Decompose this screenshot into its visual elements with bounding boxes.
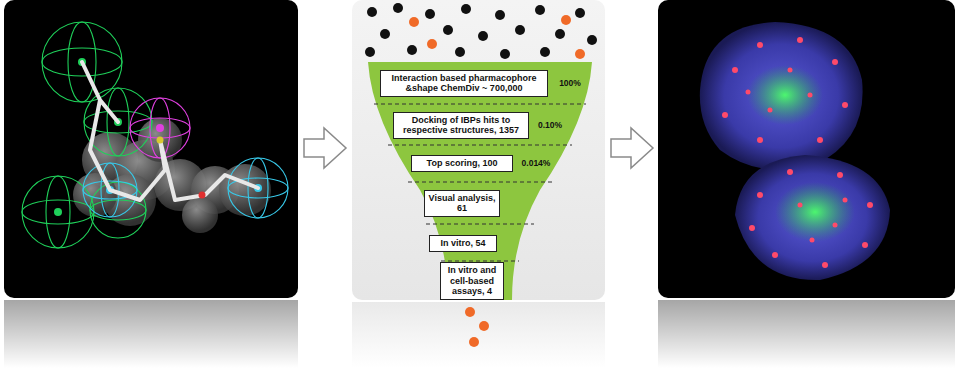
stage-text: Visual analysis, 61 xyxy=(425,193,499,214)
funnel-stage-box: Interaction based pharmacophore &shape C… xyxy=(380,70,548,97)
funnel-stage-box: Docking of IBPs hits to respective struc… xyxy=(393,112,529,139)
funnel-panel xyxy=(352,0,605,368)
percentage-label: 0.10% xyxy=(538,120,562,130)
funnel-stage-box: In vitro, 54 xyxy=(429,235,497,252)
flow-arrow xyxy=(304,128,346,168)
stage-text: In vitro and cell-based assays, 4 xyxy=(441,265,503,296)
microscopy-panel xyxy=(658,0,955,368)
pharmacophore-panel xyxy=(4,0,298,368)
stage-text: Top scoring, 100 xyxy=(424,158,501,168)
stage-text: In vitro, 54 xyxy=(437,238,488,248)
stage-text: Interaction based pharmacophore &shape C… xyxy=(381,73,547,94)
stage-text: Docking of IBPs hits to respective struc… xyxy=(394,115,528,136)
funnel-stage-box: Top scoring, 100 xyxy=(411,155,513,172)
flow-arrow xyxy=(611,128,653,168)
funnel-stage-box: In vitro and cell-based assays, 4 xyxy=(440,262,504,300)
percentage-label: 0.014% xyxy=(522,158,551,168)
percentage-label: 100% xyxy=(559,78,581,88)
funnel-stage-box: Visual analysis, 61 xyxy=(424,190,500,217)
